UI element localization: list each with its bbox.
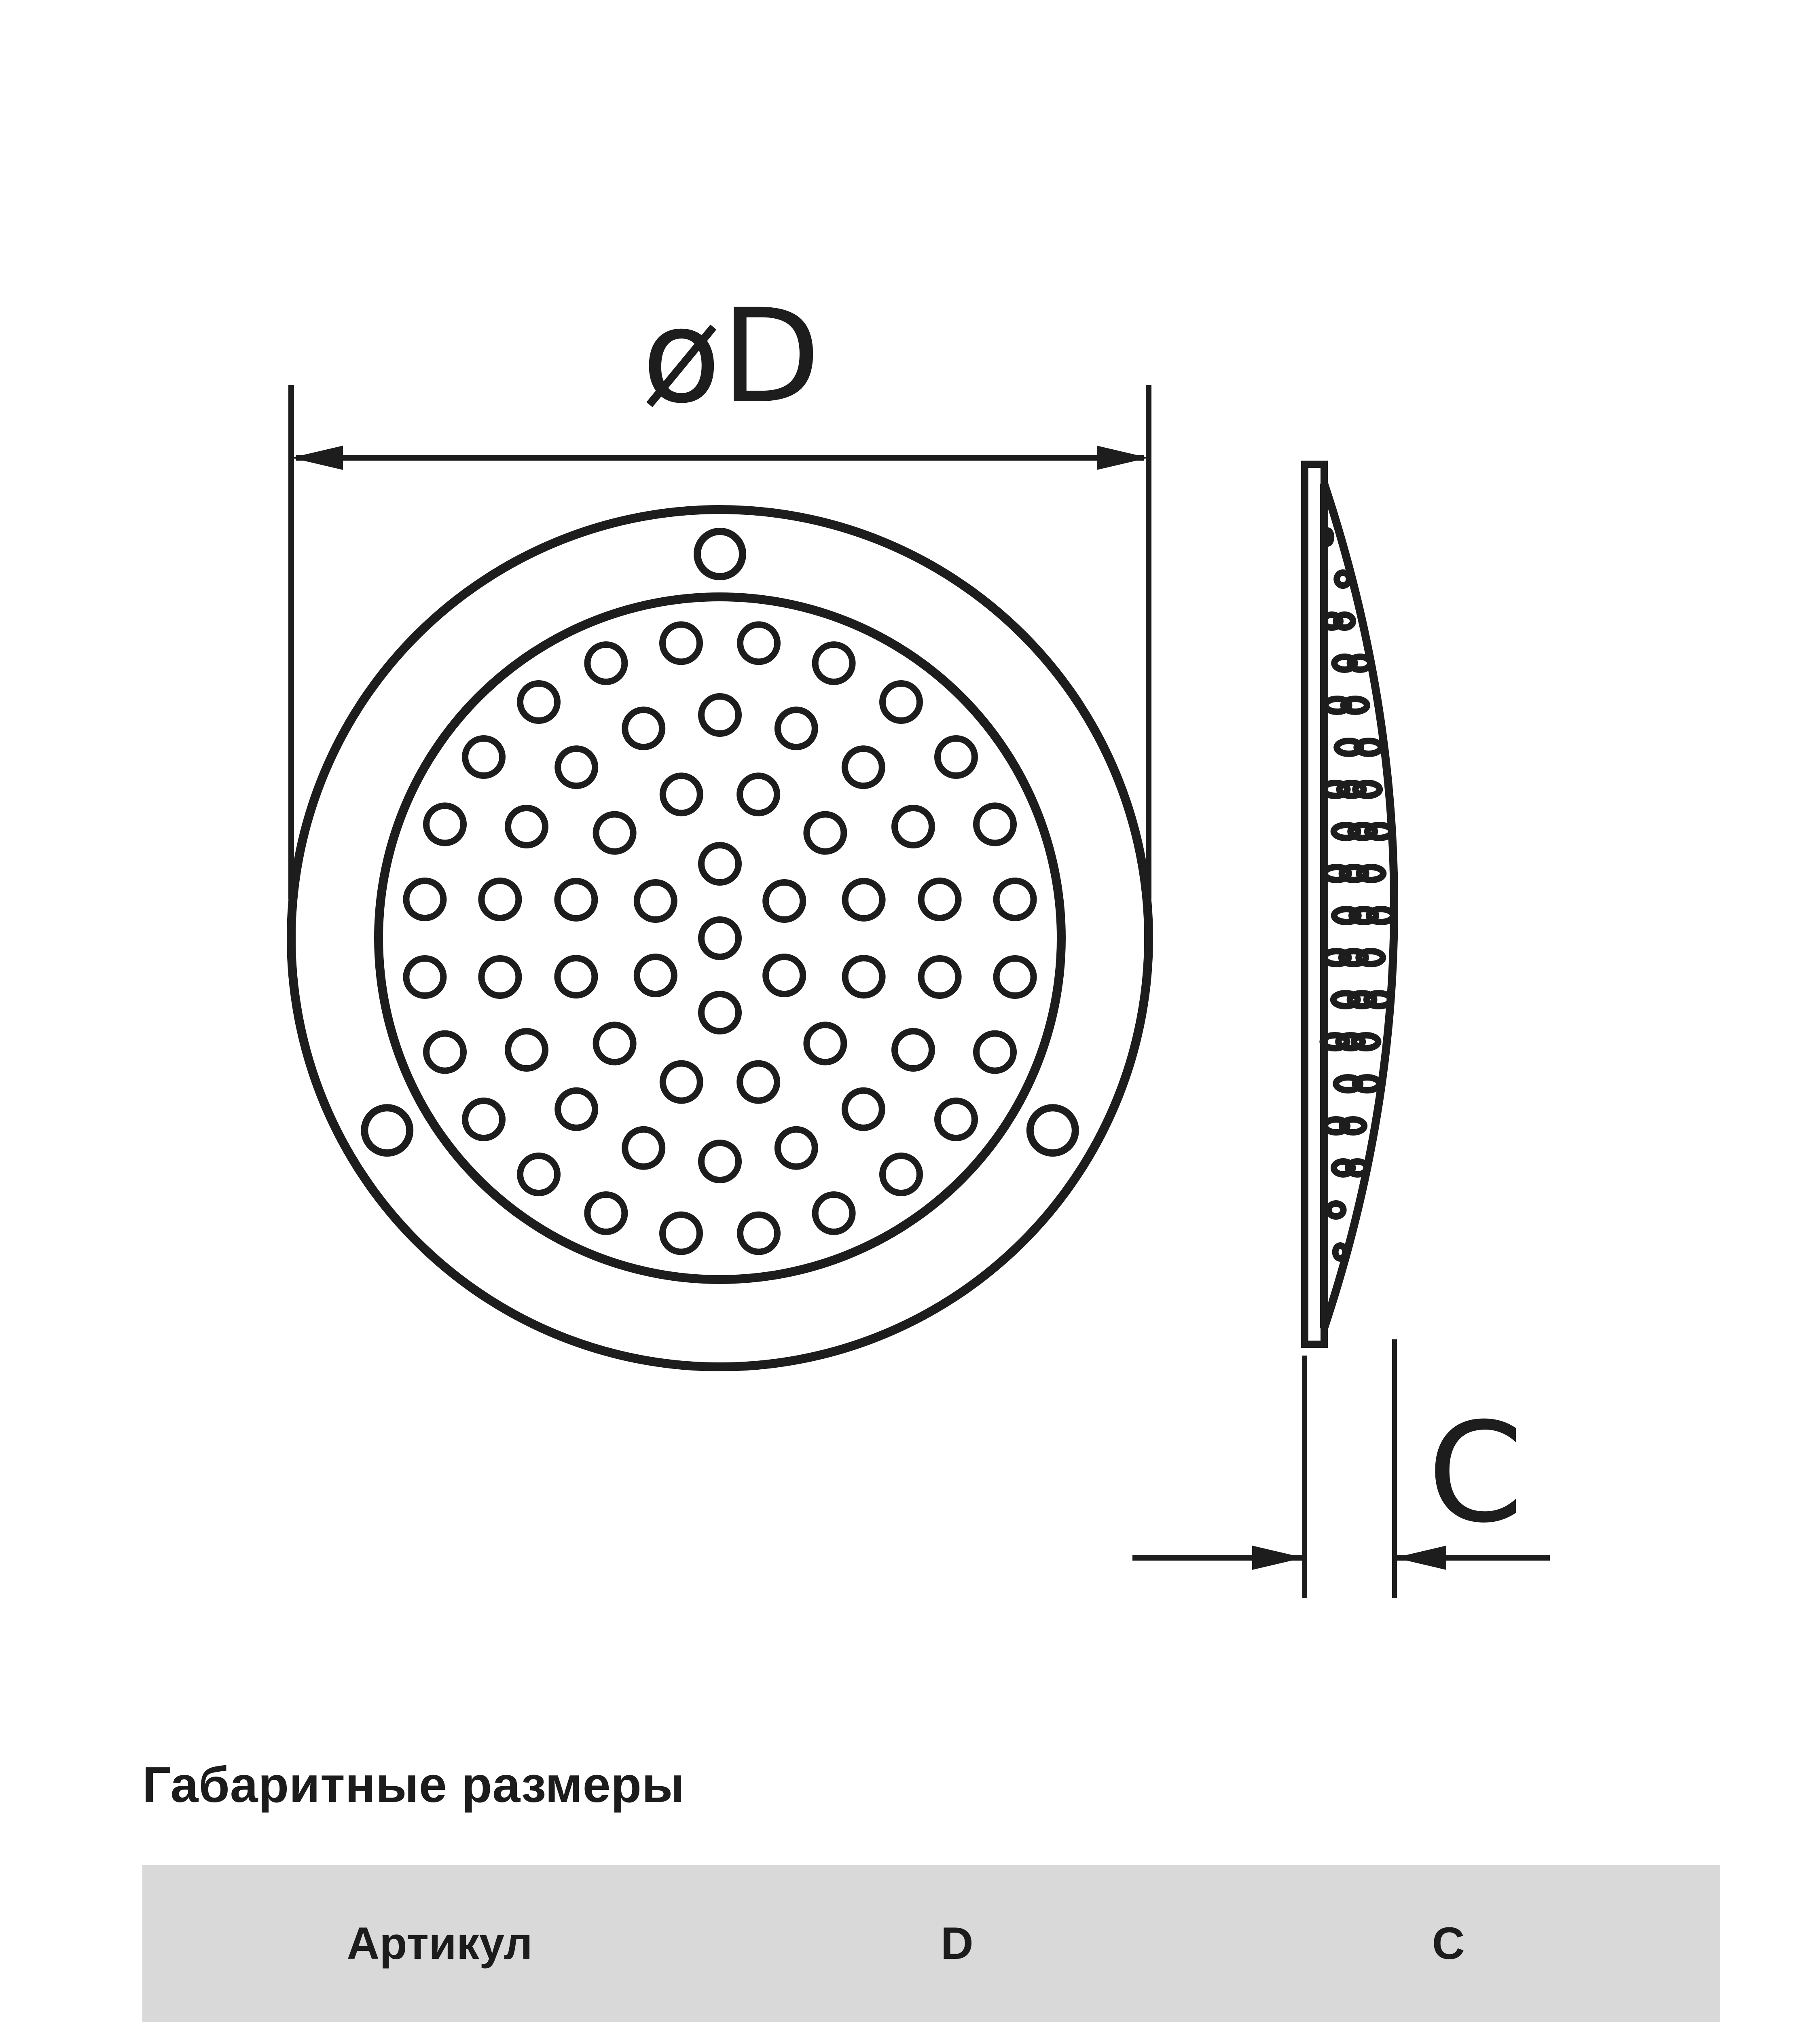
section-title: Габаритные размеры: [142, 1757, 685, 1813]
header-article: Артикул: [142, 1865, 737, 2022]
side-view-perforation-slots: [1319, 527, 1397, 1262]
diameter-dimension: øD: [288, 281, 1151, 899]
dimensions-table: Артикул D C 05DPzn 1/4 50 4: [142, 1865, 1720, 2022]
mounting-hole: [694, 528, 746, 580]
perforation-holes: [403, 621, 1037, 1255]
arrow-left-icon: [1395, 1546, 1446, 1570]
side-view: [1301, 461, 1398, 1348]
mounting-hole: [361, 1104, 414, 1157]
arrow-right-icon: [1252, 1546, 1304, 1570]
arrow-left-icon: [291, 446, 343, 470]
header-d: D: [737, 1865, 1177, 2022]
front-view: [287, 505, 1153, 1371]
technical-drawing: øD: [287, 281, 1550, 1598]
mounting-hole: [1026, 1104, 1079, 1157]
thickness-dimension-label: C: [1427, 1393, 1523, 1553]
thickness-dimension: C: [1132, 1339, 1550, 1598]
diameter-dimension-label: øD: [642, 281, 821, 432]
arrow-right-icon: [1097, 446, 1149, 470]
table-header-row: Артикул D C: [142, 1865, 1720, 2022]
header-c: C: [1177, 1865, 1720, 2022]
